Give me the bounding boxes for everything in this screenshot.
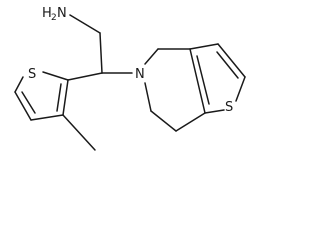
amine-h-label: H xyxy=(42,6,52,21)
bond-thB-c3-c2 xyxy=(217,43,246,78)
bond-thB-c2-s xyxy=(235,76,246,102)
chemical-structure: H 2 N S N S xyxy=(14,6,246,151)
bond-fused-c3a-c7a xyxy=(189,48,206,114)
bond-fused-c3a-c7a-double xyxy=(196,55,210,105)
bond-thA-c5-s xyxy=(14,76,24,93)
bond-thB-s-c7a xyxy=(204,109,225,114)
amine-label: H 2 N xyxy=(42,6,67,23)
bond-thB-c3-c2-double xyxy=(216,51,239,79)
bond-pip-n-c4 xyxy=(144,48,159,65)
bond-methyl xyxy=(62,114,96,151)
thiophene-a-sulfur-label: S xyxy=(28,67,36,82)
bond-thA-c4-c5-double xyxy=(21,91,36,114)
amine-h-count: 2 xyxy=(51,13,57,23)
bond-amine-ch2 xyxy=(69,14,101,34)
thiophene-b-sulfur-label: S xyxy=(225,100,233,115)
ring-nitrogen-label: N xyxy=(135,67,145,82)
bond-pip-c7-c7a xyxy=(175,112,206,132)
bond-thA-c4-c5 xyxy=(14,91,32,121)
amine-n-label: N xyxy=(57,6,67,21)
bond-pip-n-c6 xyxy=(144,82,152,112)
bond-thB-c3a-c3 xyxy=(189,43,219,50)
structure-canvas: H 2 N S N S xyxy=(14,6,246,151)
bond-ch-thiophene xyxy=(67,72,103,81)
bond-thA-s-c2 xyxy=(42,71,69,81)
bond-thA-c2-c3-double xyxy=(56,83,62,112)
bond-pip-c6-c7 xyxy=(150,110,177,132)
bond-ch2-ch xyxy=(99,32,103,74)
bond-thA-c2-c3 xyxy=(62,79,69,116)
bond-thA-c3-c4 xyxy=(30,114,64,121)
